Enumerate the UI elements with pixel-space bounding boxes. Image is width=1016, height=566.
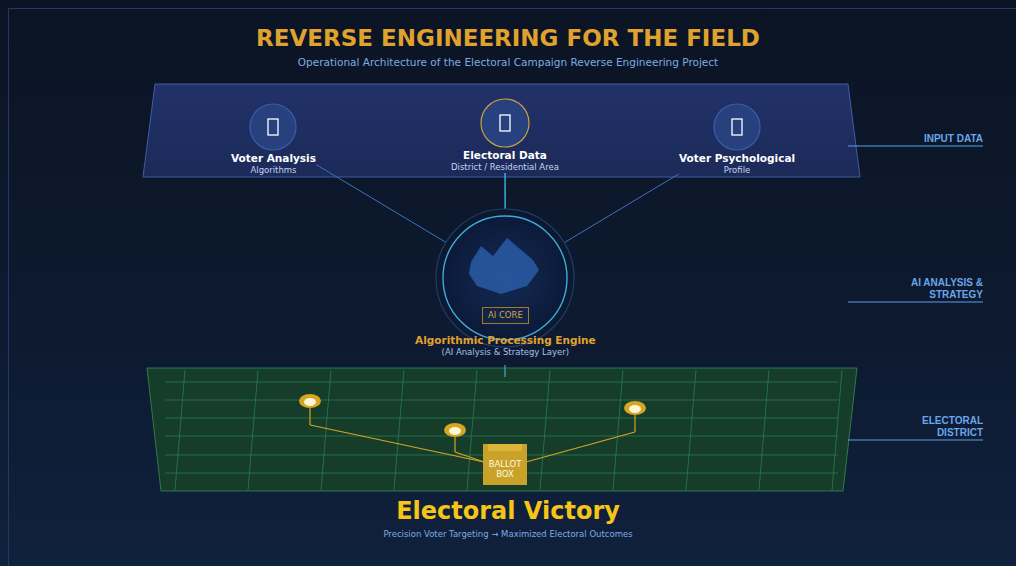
engine-title: Algorithmic Processing Engine	[415, 334, 596, 347]
outcome-heading: Electoral Victory	[0, 496, 1016, 526]
side-label: AI ANALYSIS & STRATEGY	[907, 277, 983, 301]
source-title: Voter Analysis	[231, 152, 316, 165]
connector-line	[316, 164, 446, 242]
outcome-caption: Precision Voter Targeting → Maximized El…	[0, 528, 1016, 540]
ballot-label: BALLOT BOX	[485, 459, 525, 479]
subtitle: Operational Architecture of the Electora…	[0, 55, 1016, 69]
side-label: ELECTORAL DISTRICT	[907, 415, 983, 439]
input-source: Electoral DataDistrict / Residential Are…	[451, 97, 559, 173]
source-title: Voter Psychological	[679, 152, 795, 165]
ballot-box: BALLOT BOX	[483, 444, 527, 485]
engine-subtitle: (AI Analysis & Strategy Layer)	[442, 347, 570, 358]
source-subtitle: District / Residential Area	[451, 162, 559, 173]
connector-line	[565, 174, 679, 243]
ballot-lid	[488, 444, 522, 451]
district-grid-band	[147, 368, 857, 491]
node-circle	[248, 102, 298, 152]
source-subtitle: Profile	[724, 165, 750, 176]
node-circle	[479, 97, 531, 149]
location-pins	[299, 394, 646, 437]
source-subtitle: Algorithms	[250, 165, 296, 176]
core-badge: AI CORE	[482, 307, 529, 324]
input-band	[143, 84, 860, 177]
pin-links	[310, 405, 635, 462]
ai-core-circle	[435, 208, 575, 348]
input-source: Voter AnalysisAlgorithms	[231, 102, 316, 176]
input-source: Voter PsychologicalProfile	[679, 102, 795, 176]
side-leaders	[848, 146, 983, 440]
connector-line	[504, 173, 506, 209]
diagram-title: REVERSE ENGINEERING FOR THE FIELD	[0, 24, 1016, 52]
grid-lines	[165, 370, 842, 490]
ai-core-node: AI CORE Algorithmic Processing Engine(AI …	[415, 208, 596, 358]
side-label: INPUT DATA	[907, 133, 983, 145]
source-title: Electoral Data	[463, 149, 547, 162]
core-down-line	[504, 365, 505, 377]
node-circle	[712, 102, 762, 152]
frame	[9, 9, 1016, 566]
